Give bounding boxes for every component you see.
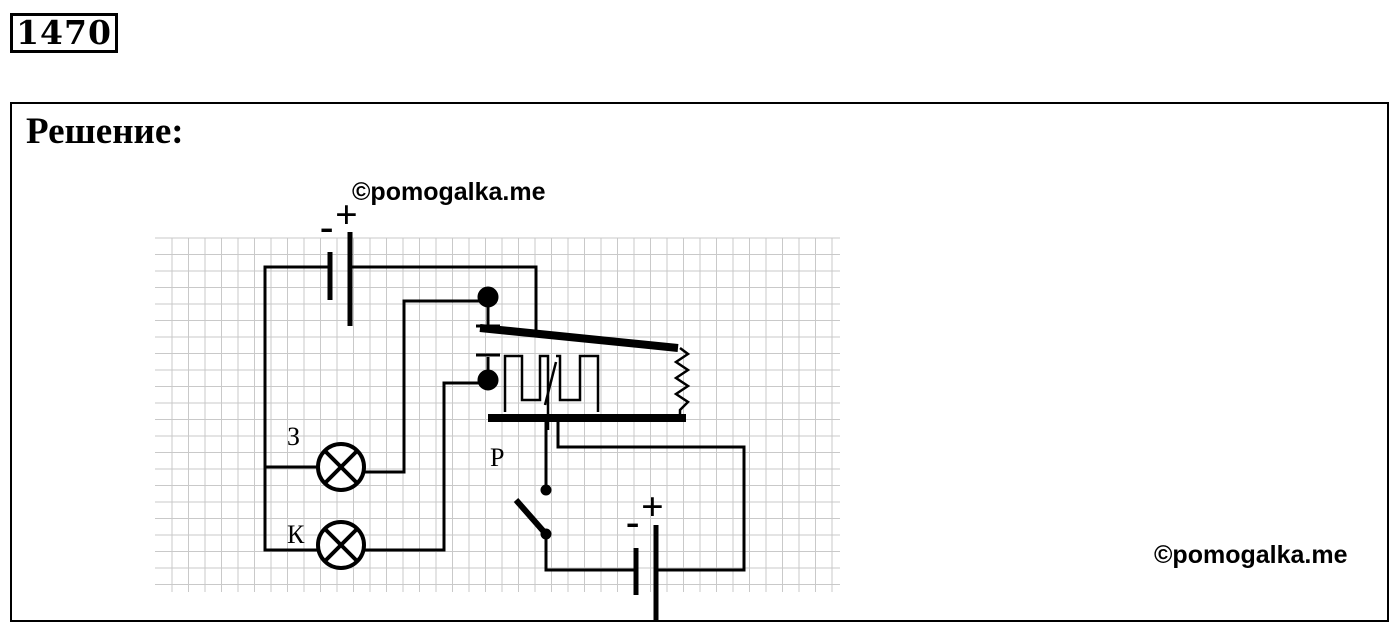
wire-green-lamp-right	[364, 299, 488, 474]
lamp-green	[316, 442, 366, 492]
relay-contacts	[476, 286, 500, 391]
key-upper-terminal	[540, 484, 552, 496]
wire-coil-to-bottom-battery	[556, 420, 746, 572]
task-number: 1470	[10, 13, 118, 53]
wires	[263, 265, 746, 572]
wire-top-battery-minus	[263, 265, 330, 552]
key-lever	[513, 498, 548, 535]
battery-top-minus-sign: -	[320, 204, 333, 249]
relay-spring	[673, 347, 691, 416]
battery-bottom-plus-sign: +	[641, 484, 664, 529]
solution-title: Решение:	[26, 111, 184, 152]
lower-contact-dot	[477, 369, 499, 391]
label-relay: Р	[490, 443, 504, 472]
relay-core-diagonal	[543, 361, 558, 406]
wire-key-to-battery	[544, 534, 636, 572]
key-switch	[513, 484, 552, 540]
label-red-lamp: К	[287, 520, 305, 549]
wire-top-battery-plus	[350, 265, 538, 330]
relay-armature	[479, 324, 679, 352]
battery-top	[327, 232, 353, 326]
solution-box: Решение: ©pomogalka.me ©pomogalka.me	[10, 102, 1389, 622]
wire-red-lamp-right	[364, 381, 488, 552]
relay-coil-winding	[503, 354, 550, 430]
battery-bottom-minus-sign: -	[626, 499, 639, 544]
lamp-red	[316, 520, 366, 570]
watermark-top: ©pomogalka.me	[352, 178, 546, 206]
relay-coil-winding-right	[556, 354, 600, 412]
label-green-lamp: З	[287, 422, 300, 451]
battery-top-plus-sign: +	[335, 192, 358, 237]
relay-mechanism	[479, 324, 691, 422]
battery-bottom	[633, 525, 659, 620]
watermark-bottom: ©pomogalka.me	[1154, 541, 1348, 569]
upper-contact-dot	[477, 286, 499, 308]
